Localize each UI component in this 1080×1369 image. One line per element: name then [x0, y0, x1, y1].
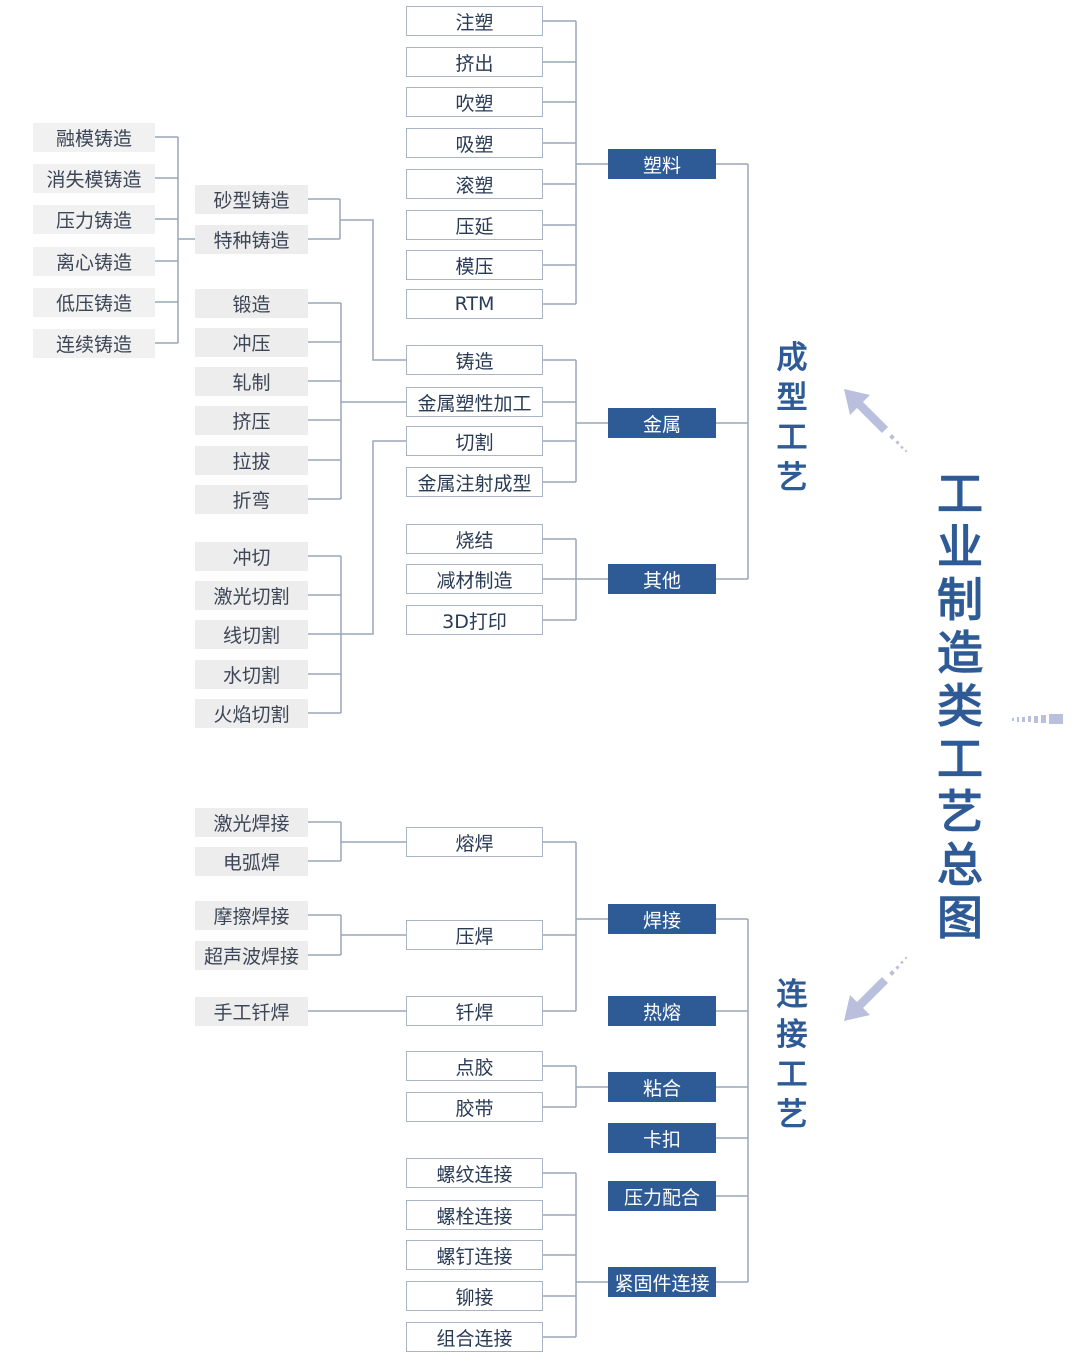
- arrow-down-left-icon: [844, 956, 908, 1021]
- node-subtractive-manufacturing: 减材制造: [406, 564, 543, 594]
- node-injection-molding: 注塑: [406, 6, 543, 36]
- node-fusion-welding: 熔焊: [406, 827, 543, 857]
- node-investment-casting: 融模铸造: [33, 123, 155, 152]
- node-tape: 胶带: [406, 1092, 543, 1122]
- node-arc-welding: 电弧焊: [195, 847, 308, 876]
- node-cutting: 切割: [406, 426, 543, 456]
- node-riveting: 铆接: [406, 1281, 543, 1311]
- dotted-pointer-icon: [1012, 714, 1063, 724]
- node-3d-printing: 3D打印: [406, 605, 543, 635]
- node-lost-foam-casting: 消失模铸造: [33, 164, 155, 193]
- node-press-fit: 压力配合: [608, 1181, 716, 1211]
- arrow-up-left-icon: [844, 389, 908, 453]
- node-bonding: 粘合: [608, 1072, 716, 1102]
- node-combined-connection: 组合连接: [406, 1322, 543, 1352]
- node-water-cutting: 水切割: [195, 660, 308, 689]
- node-fastener: 紧固件连接: [608, 1267, 716, 1297]
- node-manual-brazing: 手工钎焊: [195, 997, 308, 1026]
- node-drawing: 拉拔: [195, 446, 308, 475]
- node-plastic: 塑料: [608, 149, 716, 179]
- node-metal-plastic-working: 金属塑性加工: [406, 387, 543, 417]
- node-low-pressure-casting: 低压铸造: [33, 288, 155, 317]
- node-rtm: RTM: [406, 289, 543, 319]
- node-bending: 折弯: [195, 485, 308, 514]
- node-die-casting: 压力铸造: [33, 205, 155, 234]
- node-rolling: 轧制: [195, 367, 308, 396]
- node-casting: 铸造: [406, 345, 543, 375]
- main-title: 工业制造类工艺总图: [937, 467, 983, 945]
- category-forming: 成型工艺: [776, 340, 808, 496]
- node-ultrasonic-welding: 超声波焊接: [195, 941, 308, 970]
- node-sand-casting: 砂型铸造: [195, 185, 308, 214]
- node-wire-cutting: 线切割: [195, 620, 308, 649]
- node-snap: 卡扣: [608, 1123, 716, 1153]
- node-bolted-connection: 螺栓连接: [406, 1200, 543, 1230]
- node-flame-cutting: 火焰切割: [195, 699, 308, 728]
- node-forging: 锻造: [195, 289, 308, 318]
- node-screw-connection: 螺钉连接: [406, 1240, 543, 1270]
- node-other: 其他: [608, 564, 716, 594]
- node-sintering: 烧结: [406, 524, 543, 554]
- node-extrusion: 挤出: [406, 47, 543, 77]
- node-rotomolding: 滚塑: [406, 169, 543, 199]
- node-vacuum-forming: 吸塑: [406, 128, 543, 158]
- node-metal: 金属: [608, 408, 716, 438]
- node-punching: 冲切: [195, 542, 308, 571]
- node-blow-molding: 吹塑: [406, 87, 543, 117]
- node-laser-welding: 激光焊接: [195, 808, 308, 837]
- category-joining: 连接工艺: [776, 977, 808, 1133]
- node-laser-cutting: 激光切割: [195, 581, 308, 610]
- node-stamping: 冲压: [195, 328, 308, 357]
- node-metal-injection-molding: 金属注射成型: [406, 467, 543, 497]
- node-pressure-welding: 压焊: [406, 920, 543, 950]
- node-special-casting: 特种铸造: [195, 225, 308, 254]
- node-brazing: 钎焊: [406, 996, 543, 1026]
- node-compression-molding: 模压: [406, 250, 543, 280]
- node-welding: 焊接: [608, 904, 716, 934]
- node-hot-melt: 热熔: [608, 996, 716, 1026]
- node-friction-welding: 摩擦焊接: [195, 901, 308, 930]
- node-metal-extrusion: 挤压: [195, 406, 308, 435]
- node-centrifugal-casting: 离心铸造: [33, 247, 155, 276]
- node-calendering: 压延: [406, 210, 543, 240]
- node-continuous-casting: 连续铸造: [33, 329, 155, 358]
- node-dispensing: 点胶: [406, 1051, 543, 1081]
- node-threaded-connection: 螺纹连接: [406, 1158, 543, 1188]
